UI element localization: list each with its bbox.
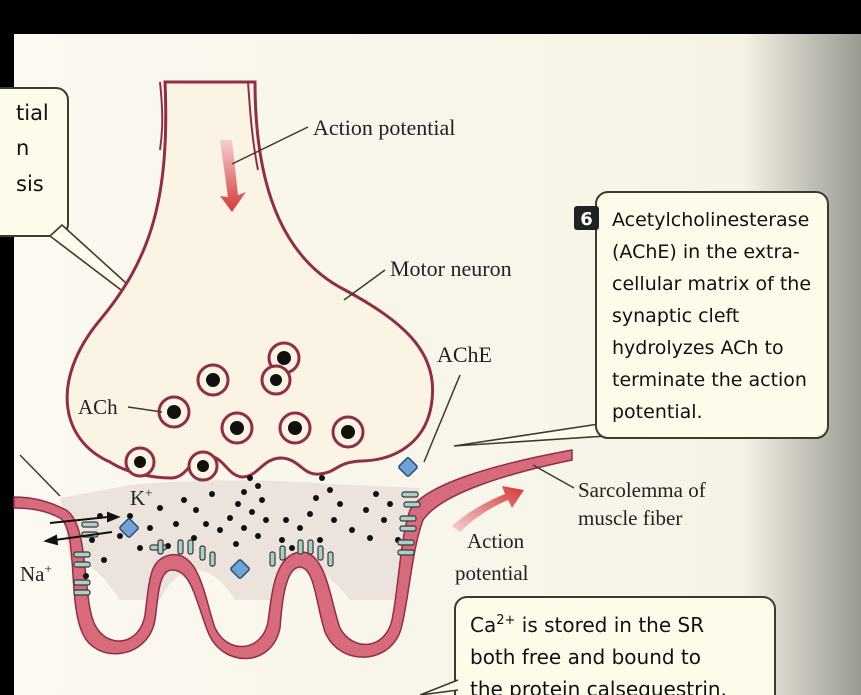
calcium-symbol: Ca [470,613,496,637]
step6-badge-number: 6 [580,209,593,230]
na-superscript: + [45,561,52,576]
label-ach: ACh [78,395,118,419]
label-ache: AChE [437,342,492,367]
synaptic-vesicle [126,448,154,476]
label-sarcolemma-line1: Sarcolemma of [578,478,706,502]
calcium-charge: 2+ [496,613,515,628]
synaptic-vesicle [198,365,228,395]
step6-line-1: Acetylcholinesterase [612,209,809,231]
k-superscript: + [145,485,152,500]
step6-line-4: synaptic cleft [612,305,739,327]
calcium-line-1-rest: is stored in the SR [515,613,704,637]
synaptic-vesicle [222,413,252,443]
step6-line-6: terminate the action [612,369,807,391]
step6-line-2: (AChE) in the extra- [612,241,800,263]
synaptic-vesicle [262,366,290,394]
label-sarcolemma-line2: muscle fiber [578,506,682,530]
step6-line-7: potential. [612,401,703,423]
step6-line-5: hydrolyzes ACh to [612,337,784,359]
step6-line-3: cellular matrix of the [612,273,811,295]
label-action-potential-muscle-line1: Action [467,529,525,553]
left-callout-fragment-1: tial [16,101,49,125]
label-action-potential-top: Action potential [313,115,455,140]
calcium-callout: Ca2+ is stored in the SR both free and b… [420,597,775,695]
label-motor-neuron: Motor neuron [390,256,512,281]
synaptic-vesicle [333,417,363,447]
calcium-line-3: the protein calsequestrin. [470,677,727,695]
left-callout-fragment-2: n [16,136,29,160]
calcium-line-2: both free and bound to [470,645,701,669]
label-action-potential-muscle-line2: potential [455,561,529,585]
na-base: Na [20,562,45,586]
fusing-vesicle [189,452,217,480]
synaptic-vesicle [159,397,189,427]
left-callout-fragment-3: sis [16,172,44,196]
k-base: K [130,486,145,510]
synaptic-vesicle [280,413,310,443]
synaptic-cleft-matrix [60,480,420,600]
